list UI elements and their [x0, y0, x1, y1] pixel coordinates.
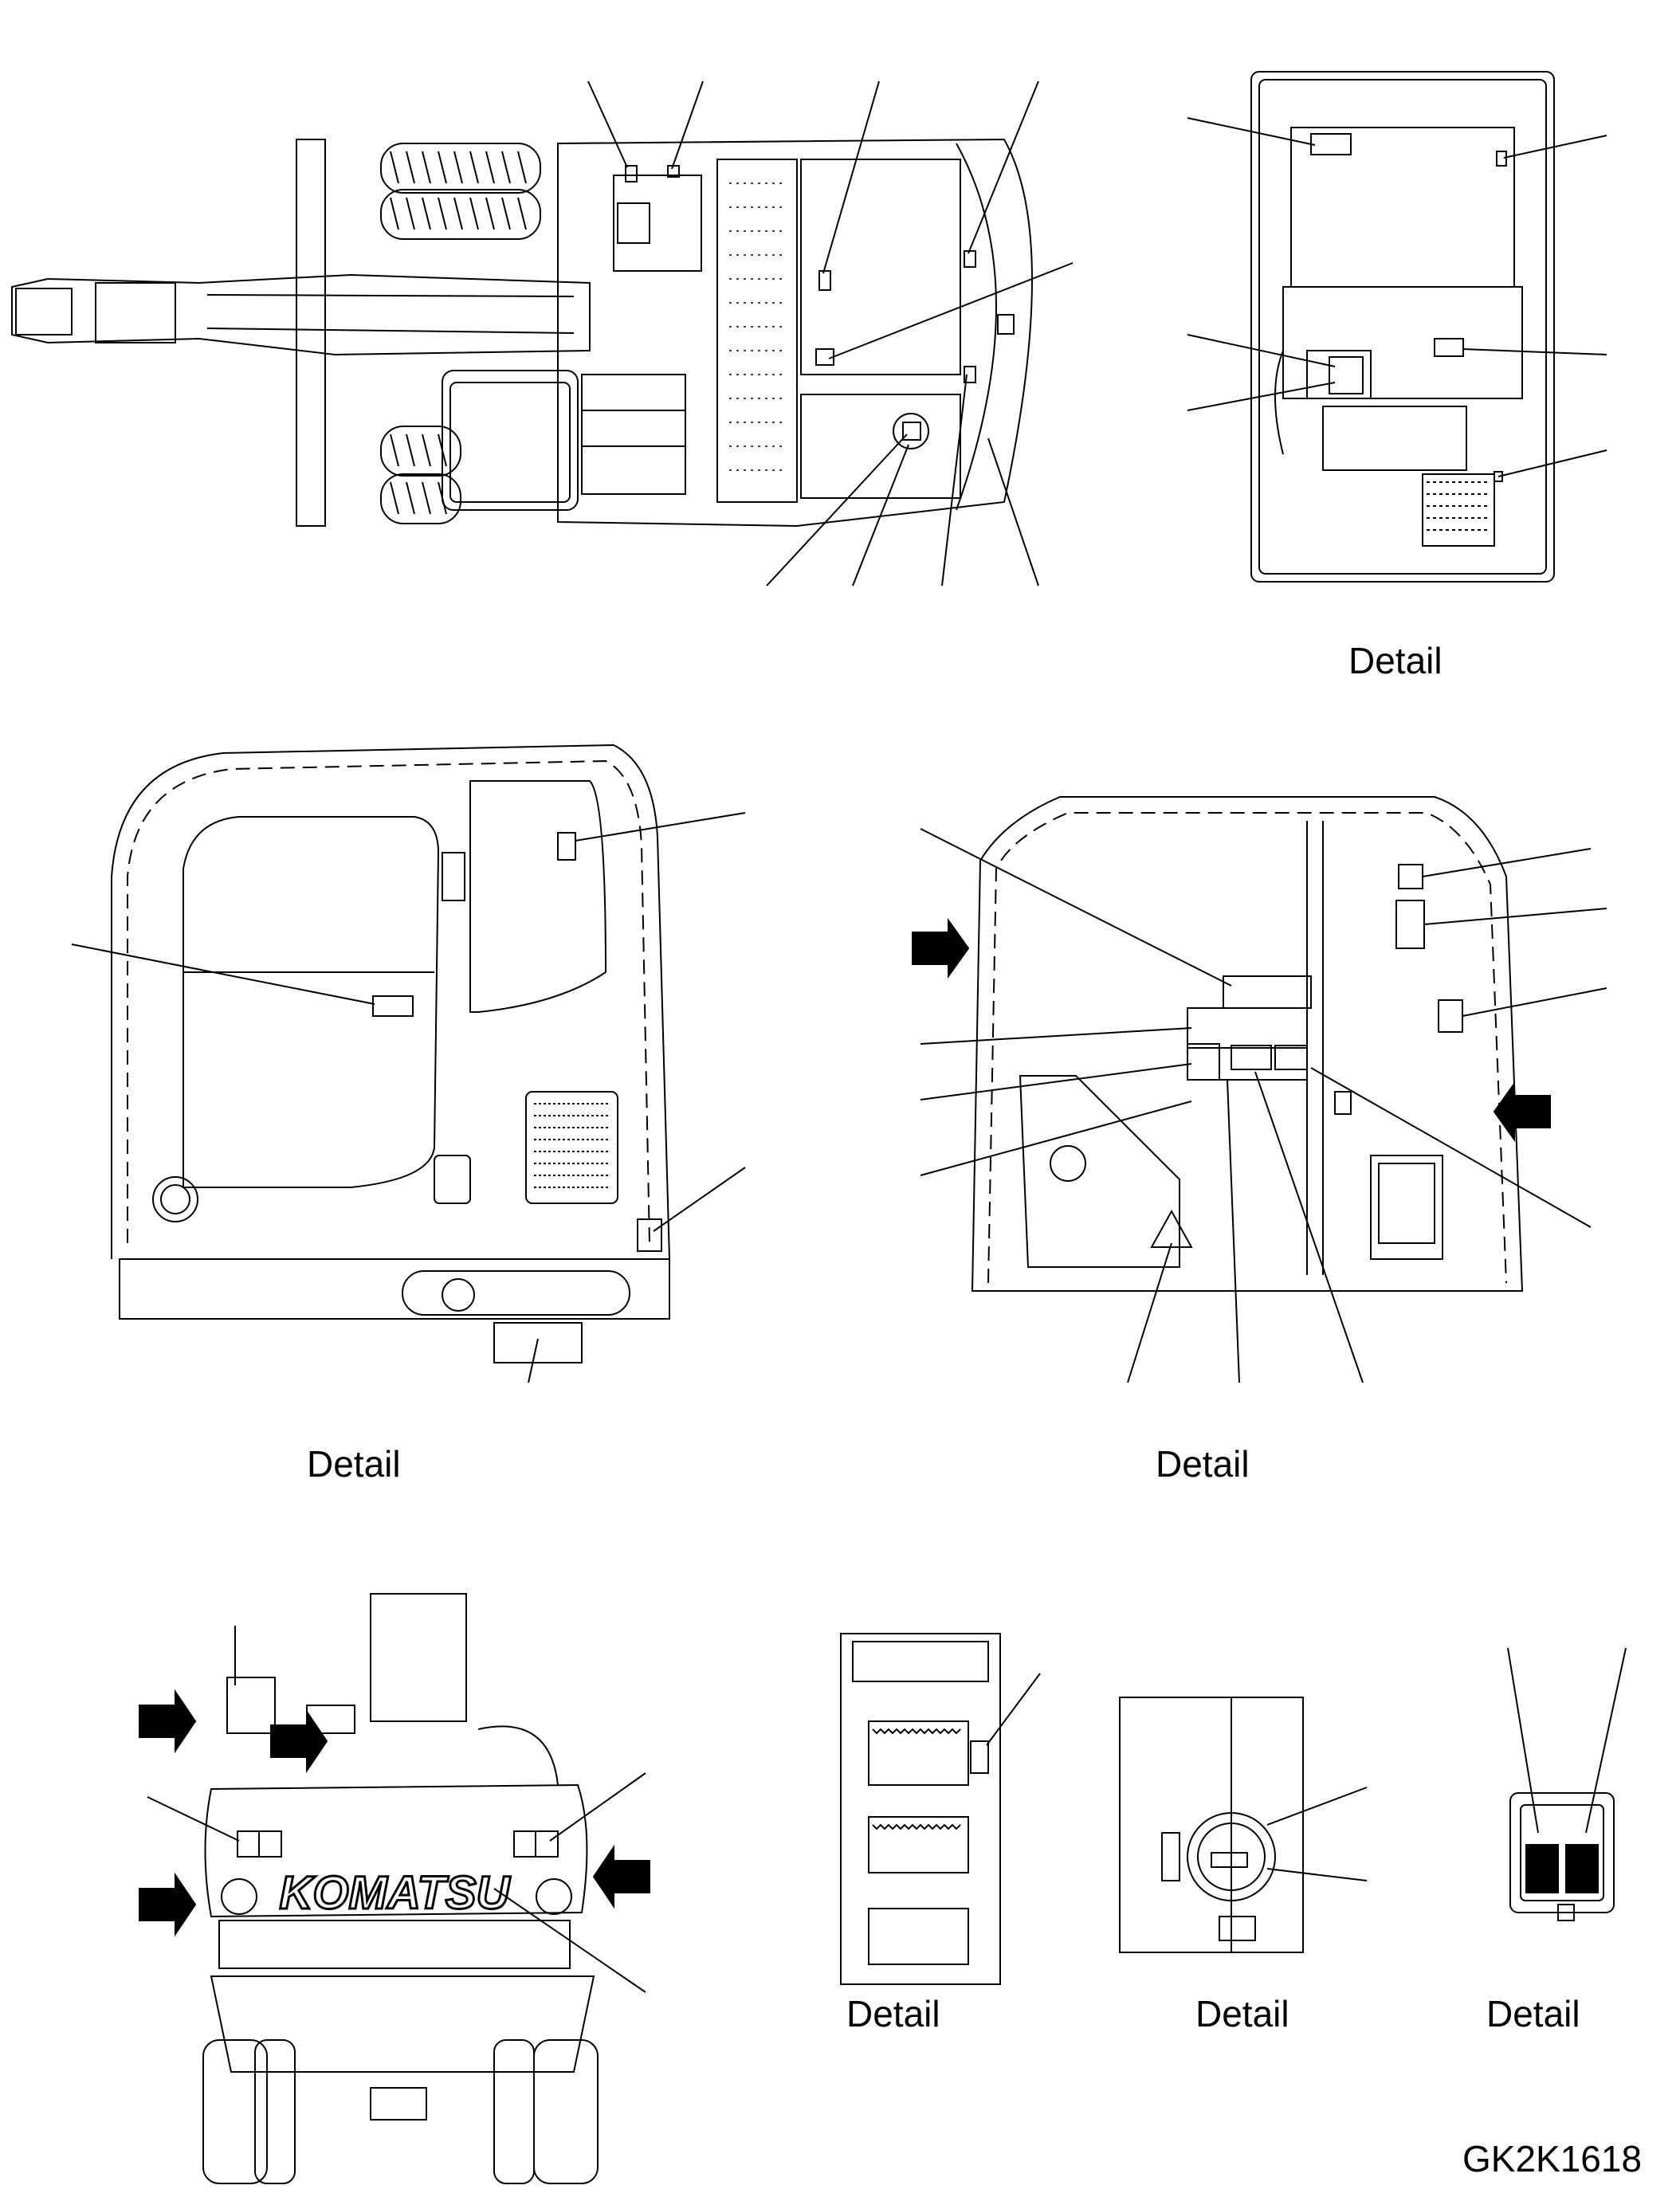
drawing-code: GK2K1618	[1462, 2138, 1643, 2179]
label-marker	[1223, 975, 1312, 1009]
label-marker	[625, 165, 638, 182]
label-marker	[997, 314, 1015, 335]
label-marker	[1395, 900, 1425, 949]
wheel-front-right	[380, 426, 461, 477]
brand-logo: KOMATSU	[280, 1867, 512, 1919]
door-window	[183, 816, 440, 1188]
machine-top-view	[11, 80, 1074, 587]
label-marker	[1187, 1047, 1308, 1081]
side-vent-panel	[525, 1091, 618, 1204]
arrow-indicator	[1493, 1081, 1551, 1143]
label-marker	[1211, 1852, 1248, 1868]
leader-lines	[71, 812, 746, 1383]
arrow-indicator	[912, 917, 970, 979]
caption-detail-fuse-box: Detail	[1486, 1993, 1580, 2034]
label-marker	[637, 1218, 662, 1252]
leader-lines	[147, 1626, 646, 1993]
leader-lines	[1507, 1647, 1627, 1834]
arrow-indicator	[592, 1844, 650, 1909]
label-marker	[964, 250, 976, 268]
label-marker	[970, 1740, 989, 1774]
label-marker	[1310, 133, 1352, 155]
warning-triangle	[1150, 1209, 1193, 1248]
arrow-indicator	[139, 1689, 197, 1754]
bucket-link	[15, 288, 73, 335]
leader-lines	[1187, 117, 1607, 477]
wheel-rear-right	[380, 473, 461, 524]
engine-hood-grille	[716, 159, 798, 503]
label-marker	[493, 1322, 583, 1363]
label-marker	[1187, 1043, 1220, 1081]
rear-window	[469, 780, 607, 1013]
fuse-box-detail	[1507, 1647, 1627, 1921]
label-marker	[1434, 338, 1464, 357]
upper-structure	[557, 138, 1033, 528]
label-marker	[372, 995, 414, 1017]
boom-arm	[11, 273, 591, 356]
arrow-indicator	[270, 1709, 328, 1774]
label-marker	[1496, 151, 1507, 167]
caption-detail-air-cleaner: Detail	[1195, 1993, 1289, 2034]
control-box	[1370, 1155, 1443, 1260]
air-cleaner-detail	[1119, 1697, 1368, 1953]
caption-detail-cab-side: Detail	[307, 1443, 401, 1485]
label-marker	[902, 422, 921, 441]
outrigger-bar	[296, 139, 326, 527]
cab-side-detail	[71, 743, 746, 1383]
label-marker	[1329, 356, 1364, 394]
label-marker	[818, 270, 831, 291]
caption-detail-cab-interior: Detail	[1156, 1443, 1250, 1485]
filter-grille	[1422, 473, 1495, 547]
label-marker	[1274, 1045, 1308, 1070]
leader-lines	[920, 828, 1607, 1383]
label-marker	[1334, 1091, 1352, 1115]
label-marker	[1187, 1007, 1308, 1049]
label-marker	[1438, 999, 1463, 1033]
label-marker	[557, 832, 576, 861]
rear-wheel	[202, 2039, 268, 2184]
counterweight	[204, 1783, 588, 1918]
fuse-block	[1525, 1844, 1559, 1893]
door-detail	[840, 1633, 1041, 1985]
leader-lines	[587, 80, 1074, 587]
label-marker	[1231, 1045, 1272, 1070]
fuse-box	[1509, 1792, 1615, 1913]
air-cleaner	[1187, 1812, 1276, 1901]
leader-lines	[1266, 1787, 1368, 1881]
label-marker	[1494, 471, 1503, 482]
cab-roof	[442, 370, 579, 511]
cab-interior-detail	[912, 796, 1607, 1383]
caption-detail-door: Detail	[846, 1993, 940, 2034]
engine-cover	[800, 159, 961, 375]
cab-top-detail	[1187, 71, 1607, 583]
rear-wheel	[533, 2039, 599, 2184]
fuse-block	[1565, 1844, 1599, 1893]
label-marker	[1398, 864, 1423, 889]
label-marker	[964, 366, 976, 383]
handle-recess	[868, 1720, 969, 1786]
arm-column	[370, 1593, 467, 1722]
wheel-front-left	[380, 143, 541, 194]
caption-detail-cab-top: Detail	[1348, 640, 1443, 681]
arm-joint	[95, 282, 176, 343]
arrow-indicator	[139, 1872, 197, 1937]
wheel-rear-left	[380, 189, 541, 240]
machine-rear-view: KOMATSU	[139, 1593, 650, 2184]
